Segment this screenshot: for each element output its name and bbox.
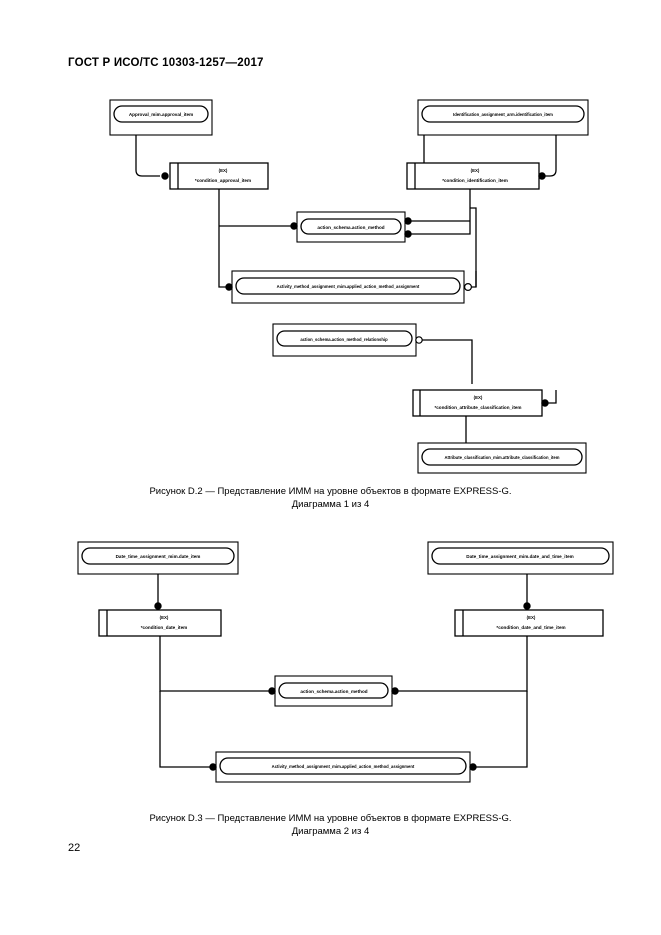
select-label-condition-date-item: *condition_date_item <box>141 625 187 630</box>
schema-box-approval-mim <box>109 99 213 136</box>
entity-box-approval-mim <box>113 105 209 123</box>
entity-box-action-method-2 <box>278 682 389 699</box>
entity-box-attribute-classification <box>421 448 583 466</box>
select-label-condition-approval-item: *condition_approval_item <box>195 178 251 183</box>
schema-box-identification-arm <box>417 99 589 136</box>
connector-attr-class-right-stub <box>545 390 557 404</box>
connector-dot-action-method-2-left <box>268 687 276 695</box>
figure-caption-d2-line1: Рисунок D.2 — Представление ИММ на уровн… <box>149 486 512 497</box>
entity-box-date-and-time-item <box>431 547 610 565</box>
ex-tag-condition-identification-item: (EX) <box>471 168 480 173</box>
figure-caption-d2: Рисунок D.2 — Представление ИММ на уровн… <box>0 485 661 511</box>
entity-label-date-item: Date_time_assignment_mim.date_item <box>116 554 201 559</box>
connector-circle-applied-right <box>464 283 473 292</box>
select-box-condition-attribute-classification <box>412 389 543 417</box>
entity-box-applied-assignment-1 <box>235 277 461 295</box>
connector-condition-approval-down <box>218 189 226 288</box>
connector-dot-identification <box>538 172 546 180</box>
entity-label-action-method-2: action_schema.action_method <box>300 689 367 694</box>
connector-dot-date-item <box>154 602 162 610</box>
entity-box-date-item <box>81 547 235 565</box>
connector-identification-to-condition <box>545 135 557 177</box>
ex-tag-condition-date-and-time-item: (EX) <box>527 615 536 620</box>
page-header: ГОСТ Р ИСО/ТС 10303-1257—2017 <box>68 57 264 69</box>
connector-dot-applied-2-left <box>209 763 217 771</box>
connector-dot-approval <box>161 172 169 180</box>
connector-dot-action-method-right-lower <box>404 230 412 238</box>
select-label-condition-date-and-time-item: *condition_date_and_time_item <box>496 625 565 630</box>
figure-d3-diagram: Date_time_assignment_mim.date_item Date_… <box>77 541 614 783</box>
entity-label-approval-mim: Approval_mim.approval_item <box>129 112 193 117</box>
connector-condition-datetime-to-applied <box>476 691 528 768</box>
select-box-condition-approval-item <box>169 162 269 190</box>
figure-caption-d3-line2: Диаграмма 2 из 4 <box>291 826 370 837</box>
figure-caption-d2-line2: Диаграмма 1 из 4 <box>291 499 370 510</box>
figure-d2-diagram: Approval_mim.approval_item Identificatio… <box>109 99 589 474</box>
entity-label-identification-arm: Identification_assignment_arm.identifica… <box>453 112 553 117</box>
select-box-condition-date-item <box>98 609 222 637</box>
select-label-condition-identification-item: *condition_identification_item <box>442 178 508 183</box>
connector-circle-method-relationship <box>415 336 423 344</box>
entity-label-applied-assignment-1: Activity_method_assignment_mim.applied_a… <box>277 284 420 289</box>
connector-dot-applied-left <box>225 283 233 291</box>
connector-dot-applied-2-right <box>469 763 477 771</box>
connector-dot-action-method-2-right <box>391 687 399 695</box>
entity-label-attribute-classification: Attribute_classification_mim.attribute_c… <box>445 455 560 460</box>
entity-box-applied-assignment-2 <box>219 757 467 775</box>
schema-box-attribute-classification <box>417 442 587 474</box>
figure-caption-d3: Рисунок D.3 — Представление ИММ на уровн… <box>0 812 661 838</box>
schema-box-date-and-time-item <box>427 541 614 575</box>
connector-dot-action-method-right-upper <box>404 217 412 225</box>
connector-dot-date-and-time-item <box>523 602 531 610</box>
page-number: 22 <box>68 842 81 854</box>
connector-approval-to-condition <box>135 135 160 177</box>
entity-label-applied-assignment-2: Activity_method_assignment_mim.applied_a… <box>272 764 415 769</box>
connector-condition-identification-to-action <box>411 189 471 235</box>
connector-condition-date-to-applied <box>159 691 210 768</box>
select-box-condition-identification-item <box>406 162 540 190</box>
entity-box-method-relationship <box>276 330 413 347</box>
connector-condition-datetime-to-action <box>398 636 528 692</box>
select-box-condition-date-and-time-item <box>454 609 604 637</box>
connector-dot-action-method-left <box>290 222 298 230</box>
figure-caption-d3-line1: Рисунок D.3 — Представление ИММ на уровн… <box>149 813 512 824</box>
ex-tag-condition-attribute-classification: (EX) <box>474 395 483 400</box>
select-label-condition-attribute-classification: *condition_attribute_classification_item <box>434 405 521 410</box>
connector-method-relationship-right <box>416 339 473 384</box>
entity-label-date-and-time-item: Date_time_assignment_mim.date_and_time_i… <box>466 554 573 559</box>
ex-tag-condition-approval-item: (EX) <box>219 168 228 173</box>
entity-label-method-relationship: action_schema.action_method_relationship <box>300 337 388 342</box>
ex-tag-condition-date-item: (EX) <box>160 615 169 620</box>
entity-box-action-method-1 <box>300 218 402 235</box>
entity-box-identification-arm <box>421 105 585 123</box>
connector-condition-date-to-action <box>159 636 269 692</box>
entity-label-action-method-1: action_schema.action_method <box>317 225 384 230</box>
